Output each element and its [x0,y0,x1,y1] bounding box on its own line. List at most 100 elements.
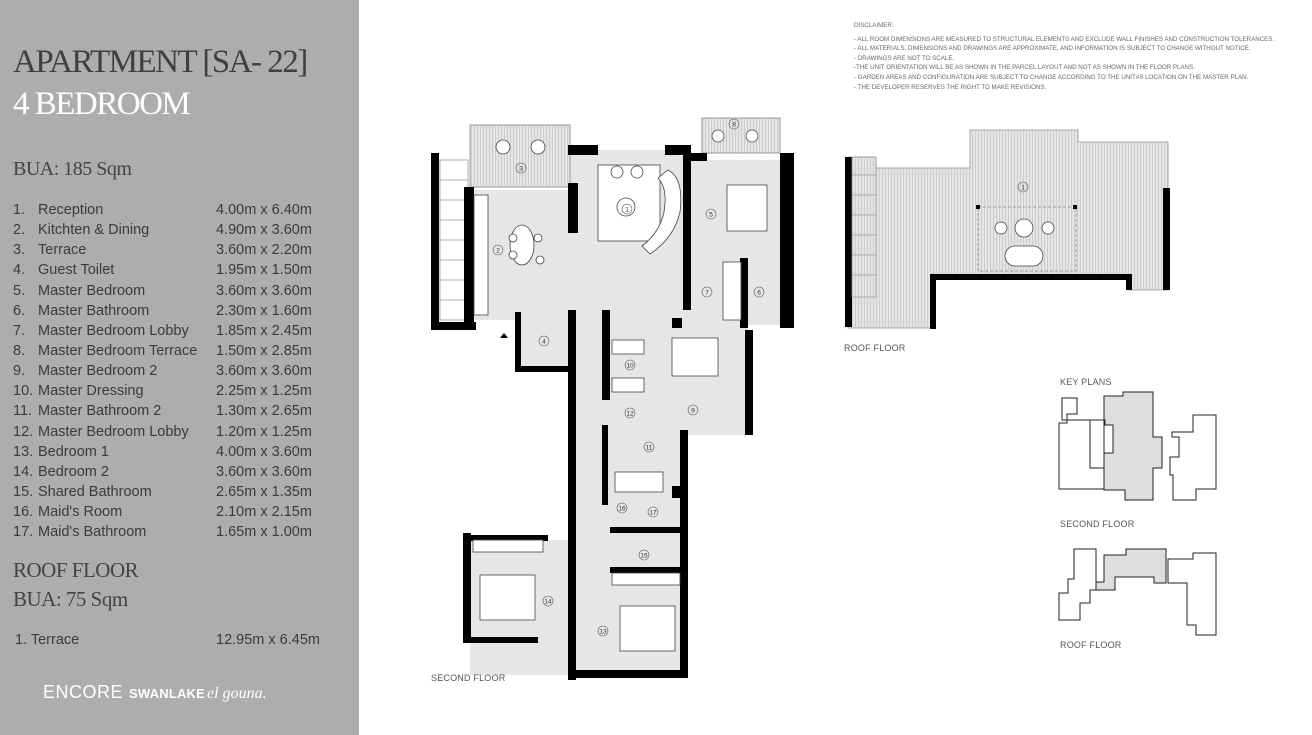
room-name: Kitchten & Dining [38,222,150,239]
disclaimer-line: - DRAWINGS ARE NOT TO SCALE. [854,54,955,62]
disclaimer-line: - ALL MATERIALS, DIMENSIONS AND DRAWINGS… [854,45,1251,53]
room-dimensions: 2.30m x 1.60m [216,302,312,319]
bedroom-count-title: 4 BEDROOM [13,86,191,122]
svg-text:5: 5 [709,212,713,219]
room-dimensions: 3.60m x 2.20m [216,242,312,259]
svg-text:4: 4 [542,339,546,346]
disclaimer-line: - ALL ROOM DIMENSIONS ARE MEASURED TO ST… [854,35,1275,43]
disclaimer-line: - GARDEN AREAS AND CONFIGURATION ARE SUB… [854,73,1249,81]
disclaimer-heading: DISCLAIMER: [854,22,894,29]
room-name: Bedroom 1 [38,443,109,460]
room-number: 15. [13,484,34,501]
roof-bua-area: BUA: 75 Sqm [13,587,128,611]
room-name: Maid's Room [38,504,123,521]
room-row: 3. Terrace 3.60m x 2.20m [13,240,343,260]
room-name: Terrace [38,242,87,259]
svg-text:1: 1 [1021,185,1025,192]
svg-text:12: 12 [626,411,634,418]
roof-floor-label: ROOF FLOOR [844,343,906,353]
disclaimer-line: -THE UNIT ORIENTATION WILL BE AS SHOWN I… [854,64,1195,72]
room-name: Maid's Bathroom [38,524,147,541]
room-dimensions: 1.30m x 2.65m [216,403,312,420]
room-number: 10. [13,383,34,400]
room-marker-14: 14 [542,595,554,607]
room-dimensions: 4.00m x 6.40m [216,202,312,219]
room-name: Bedroom 2 [38,463,109,480]
key-plan-roof-floor-label: ROOF FLOOR [1060,640,1122,650]
room-marker-9: 9 [687,404,699,416]
room-dimensions: 3.60m x 3.60m [216,363,312,380]
second-floor-label: SECOND FLOOR [431,673,506,683]
bua-area: BUA: 185 Sqm [13,158,132,180]
roof-room-row: 1. Terrace 12.95m x 6.45m [15,632,335,648]
room-name: Master Bedroom Terrace [38,343,198,360]
room-number: 9. [13,363,26,380]
room-name: Shared Bathroom [38,484,152,501]
svg-text:7: 7 [705,290,709,297]
room-name: Master Dressing [38,383,144,400]
room-dimensions: 1.65m x 1.00m [216,524,312,541]
room-number: 17. [13,524,34,541]
room-dimensions: 3.60m x 3.60m [216,463,312,480]
room-number: 6. [13,302,26,319]
room-row: 2. Kitchten & Dining 4.90m x 3.60m [13,220,343,240]
apartment-title: APARTMENT [SA- 22] [13,44,308,80]
room-dimensions: 3.60m x 3.60m [216,282,312,299]
room-number: 3. [13,242,26,259]
svg-text:15: 15 [640,553,648,560]
room-marker-4: 4 [538,335,550,347]
room-number: 5. [13,282,26,299]
room-number: 1. [13,202,26,219]
room-row: 6. Master Bathroom 2.30m x 1.60m [13,301,343,321]
room-marker-3: 3 [515,162,527,174]
room-name: Master Bathroom [38,302,150,319]
room-dimensions: 1.95m x 1.50m [216,262,312,279]
svg-text:8: 8 [732,122,736,129]
room-number: 16. [13,504,34,521]
room-number: 7. [13,322,26,339]
svg-text:6: 6 [757,290,761,297]
svg-text:16: 16 [618,506,626,513]
room-number: 2. [13,222,26,239]
room-name: Guest Toilet [38,262,115,279]
room-row: 10.Master Dressing 2.25m x 1.25m [13,381,343,401]
svg-text:9: 9 [691,408,695,415]
room-dimensions: 2.10m x 2.15m [216,504,312,521]
room-dimensions: 1.85m x 2.45m [216,322,312,339]
room-number: 11. [13,403,33,420]
room-dimensions: 1.50m x 2.85m [216,343,312,360]
roof-room-marker-1: 1 [1017,181,1029,193]
room-marker-16: 16 [616,502,628,514]
room-marker-8: 8 [728,118,740,130]
room-number: 13. [13,443,34,460]
room-dimensions: 2.25m x 1.25m [216,383,312,400]
room-marker-2: 2 [492,244,504,256]
svg-text:2: 2 [496,248,500,255]
room-marker-12: 12 [624,407,636,419]
svg-text:17: 17 [649,510,657,517]
room-marker-6: 6 [753,286,765,298]
room-name: Master Bedroom [38,282,146,299]
room-dimensions: 4.00m x 3.60m [216,443,312,460]
room-marker-11: 11 [643,441,655,453]
room-name: Master Bedroom Lobby [38,423,189,440]
logo-swanlake: SWANLAKE [129,686,206,701]
svg-text:13: 13 [599,629,607,636]
key-plan-second-floor-label: SECOND FLOOR [1060,519,1135,529]
svg-text:14: 14 [544,599,552,606]
room-marker-7: 7 [701,286,713,298]
svg-text:1: 1 [625,207,629,214]
room-marker-10: 10 [624,359,636,371]
room-marker-17: 17 [647,506,659,518]
room-dimensions: 4.90m x 3.60m [216,222,312,239]
